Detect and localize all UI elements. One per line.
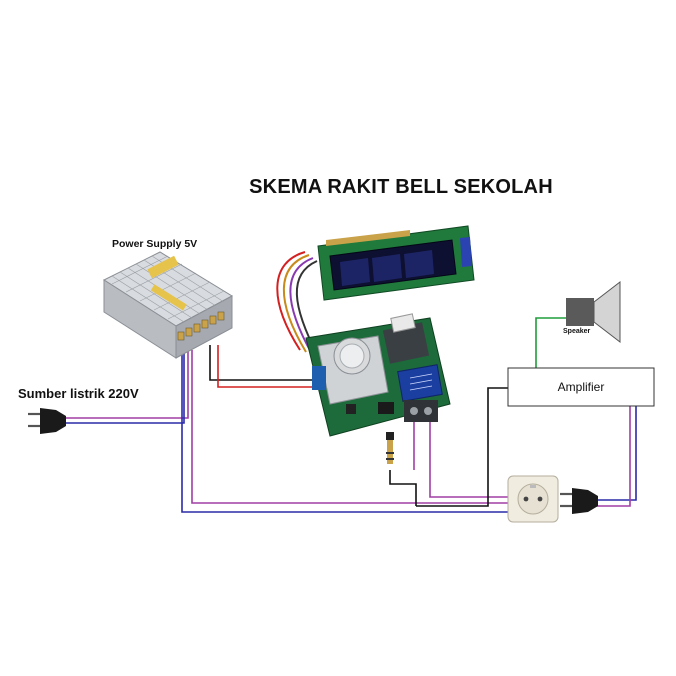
main-pcb-board xyxy=(305,313,451,437)
power-supply-unit xyxy=(102,251,234,359)
audio-jack-plug xyxy=(386,432,394,464)
wire-mains-purple xyxy=(66,350,189,419)
wire-amp-purple xyxy=(596,406,631,507)
lcd-module xyxy=(317,225,475,301)
amplifier-label: Amplifier xyxy=(557,380,605,394)
wire-5v-black xyxy=(209,345,318,381)
wire-speaker-green xyxy=(535,317,566,368)
mains-plug-right xyxy=(560,488,598,514)
speaker-label: Speaker xyxy=(563,328,591,335)
wire-amp-blue xyxy=(596,406,637,501)
speaker-icon xyxy=(566,280,621,344)
power-supply-label: Power Supply 5V xyxy=(112,238,198,250)
wire-ps-purple-socket xyxy=(191,350,508,504)
wall-socket xyxy=(507,475,559,523)
wire-ps-blue-socket xyxy=(181,350,508,513)
wire-5v-red xyxy=(217,345,318,388)
wire-relay-purple-1 xyxy=(429,420,508,498)
power-supply-terminals xyxy=(177,311,225,341)
diagram-title: SKEMA RAKIT BELL SEKOLAH xyxy=(249,176,553,198)
source-label: Sumber listrik 220V xyxy=(18,386,139,401)
relay-module xyxy=(397,364,443,402)
wire-audio-to-amp xyxy=(416,387,508,507)
mains-plug-left xyxy=(28,408,66,434)
wires xyxy=(66,251,637,513)
amplifier-box xyxy=(507,367,655,407)
pcb-screw-terminals xyxy=(404,400,438,422)
wire-mains-blue xyxy=(66,350,185,424)
wire-lcd-ribbon-2 xyxy=(282,254,310,353)
wire-lcd-ribbon-3 xyxy=(289,257,314,355)
wire-audio-black xyxy=(389,470,417,506)
wire-lcd-ribbon-1 xyxy=(276,251,306,351)
